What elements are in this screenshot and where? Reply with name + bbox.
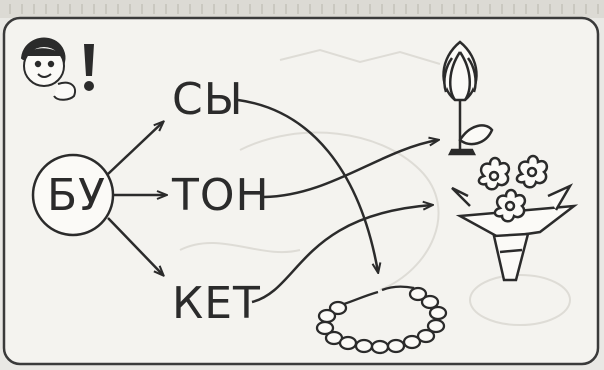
center-circle — [31, 153, 115, 237]
flower-bouquet-icon — [451, 154, 579, 282]
arrow-to-sy — [107, 122, 163, 175]
ending-ton: ТОН — [172, 170, 270, 221]
arrow-to-ket — [107, 217, 163, 275]
center-syllable: БУ — [47, 170, 106, 221]
ending-ket: КЕТ — [172, 278, 261, 329]
boy-exclaim-icon — [20, 37, 94, 101]
background-watermark — [179, 48, 571, 326]
flower-bud-icon — [442, 40, 494, 156]
curve-ket-to-bouquet — [251, 205, 432, 304]
curve-ton-to-bud — [263, 140, 438, 199]
ending-sy: СЫ — [172, 74, 244, 125]
bead-necklace-icon — [315, 285, 448, 355]
curve-sy-to-necklace — [237, 98, 378, 272]
